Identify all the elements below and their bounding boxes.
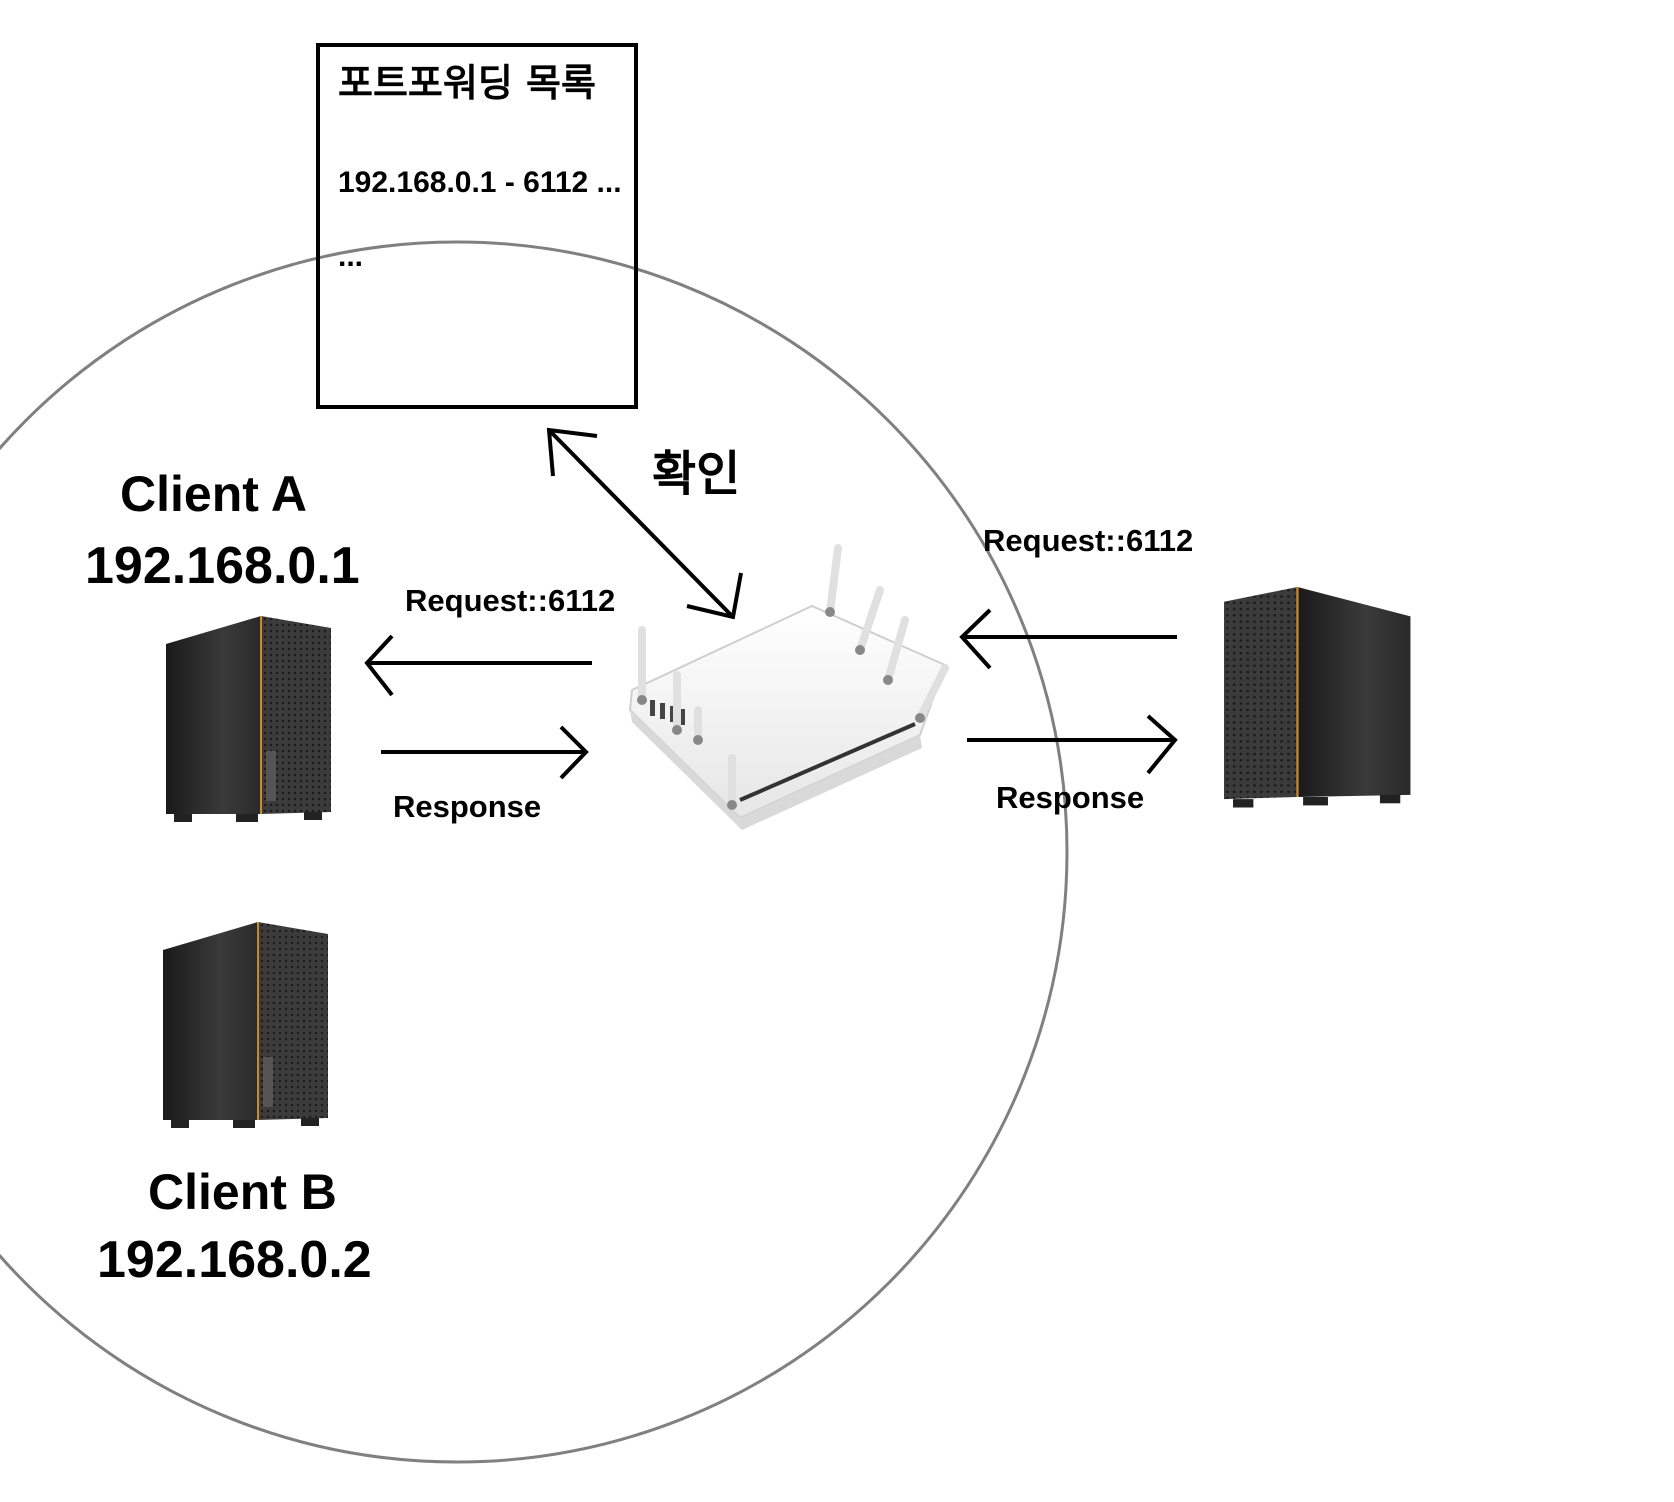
check-label: 확인	[652, 446, 740, 502]
client-a-name: Client A	[120, 466, 307, 522]
check-arrow	[546, 427, 743, 620]
forwarding-table-box	[316, 43, 638, 409]
client-a-computer	[165, 615, 332, 823]
forwarding-table-more: ...	[338, 240, 363, 273]
client-b-ip: 192.168.0.2	[97, 1231, 372, 1289]
forwarding-table-entry: 192.168.0.1 - 6112 ...	[338, 166, 622, 199]
forwarding-table-title: 포트포워딩 목록	[338, 61, 596, 105]
router-device	[628, 544, 949, 830]
left-response-label: Response	[393, 789, 541, 824]
right-request-label: Request::6112	[983, 523, 1193, 558]
client-b-computer	[162, 921, 329, 1129]
right-request-arrow	[959, 608, 1177, 670]
lan-boundary-circle	[0, 240, 1069, 1464]
left-response-arrow	[381, 725, 589, 780]
left-request-label: Request::6112	[405, 583, 615, 618]
right-response-label: Response	[996, 780, 1144, 815]
external-server-computer	[1224, 587, 1411, 808]
right-response-arrow	[967, 714, 1178, 775]
client-b-name: Client B	[148, 1164, 337, 1220]
left-request-arrow	[364, 634, 592, 697]
client-a-ip: 192.168.0.1	[85, 537, 360, 595]
